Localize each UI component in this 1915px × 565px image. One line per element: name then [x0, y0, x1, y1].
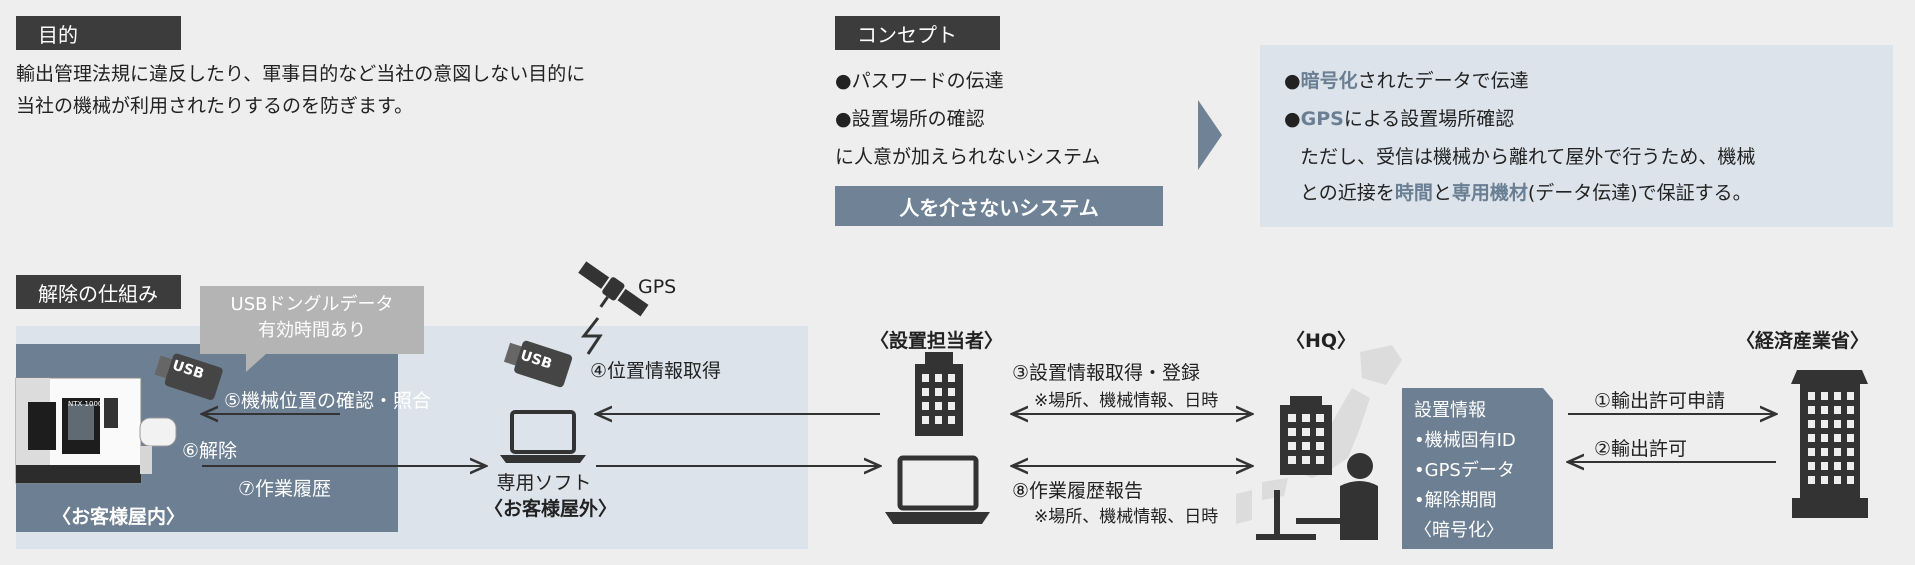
- ministry-building-window: [1821, 406, 1828, 414]
- ministry-building-window: [1847, 448, 1854, 456]
- installer-building-window: [948, 402, 955, 410]
- step3-label: ③設置情報取得・登録: [1012, 362, 1201, 384]
- installer-building-window: [935, 416, 942, 424]
- ministry-building-window: [1834, 392, 1841, 400]
- ministry-building-window: [1834, 462, 1841, 470]
- purpose-tag: 目的: [16, 16, 181, 50]
- ministry-building-window: [1821, 448, 1828, 456]
- step7-label: ⑦作業履歴: [238, 478, 332, 500]
- installer-building-window: [935, 388, 942, 396]
- installation-info-box: [1402, 388, 1553, 549]
- installer-label: 〈設置担当者〉: [870, 330, 1004, 352]
- concept-bullet2: ●設置場所の確認: [835, 108, 985, 130]
- hq-building-window: [1302, 442, 1310, 450]
- machine-tool-icon: [15, 377, 177, 484]
- concept-result-panel: [1260, 45, 1893, 227]
- hq-building-window: [1288, 456, 1296, 464]
- ministry-building-window: [1847, 392, 1854, 400]
- gps-signal-icon: [580, 317, 603, 355]
- ministry-building-window: [1808, 420, 1815, 428]
- hq-building-window: [1316, 428, 1324, 436]
- ministry-building-window: [1834, 448, 1841, 456]
- hq-building-window: [1316, 414, 1324, 422]
- ministry-building-window: [1834, 406, 1841, 414]
- step1-label: ①輸出許可申請: [1594, 390, 1726, 412]
- step8-note: ※場所、機械情報、日時: [1034, 507, 1219, 527]
- ministry-building-window: [1847, 434, 1854, 442]
- step4-label: ④位置情報取得: [590, 360, 722, 382]
- ministry-building-window: [1808, 434, 1815, 442]
- release-tag: 解除の仕組み: [16, 275, 181, 309]
- hq-building-window: [1288, 428, 1296, 436]
- installer-building-window: [948, 388, 955, 396]
- gps-label: GPS: [638, 276, 677, 298]
- ministry-building-window: [1847, 406, 1854, 414]
- ministry-building-window: [1821, 462, 1828, 470]
- ministry-building-window: [1821, 392, 1828, 400]
- concept-result-line4: との近接を時間と専用機材(データ伝達)で保証する。: [1300, 182, 1752, 204]
- ministry-building-window: [1847, 462, 1854, 470]
- hq-label: 〈HQ〉: [1286, 330, 1357, 352]
- installer-laptop-icon: [885, 455, 990, 524]
- customer-inside-label: 〈お客様屋内〉: [52, 506, 186, 528]
- usb-dongle-icon-2: [503, 340, 573, 388]
- installer-building-window: [935, 374, 942, 382]
- ministry-building-window: [1808, 392, 1815, 400]
- software-label: 専用ソフト 〈お客様屋外〉: [484, 472, 618, 520]
- ministry-building-window: [1808, 476, 1815, 484]
- ministry-building-window: [1808, 462, 1815, 470]
- step2-label: ②輸出許可: [1594, 438, 1688, 460]
- concept-tag: コンセプト: [835, 16, 1000, 50]
- ministry-label: 〈経済産業省〉: [1736, 330, 1870, 352]
- concept-line3: に人意が加えられないシステム: [835, 146, 1101, 168]
- hq-operator-icon: [1256, 453, 1378, 540]
- purpose-line2: 当社の機械が利用されたりするのを防ぎます。: [16, 95, 414, 117]
- hq-building-window: [1302, 428, 1310, 436]
- ministry-building-window: [1808, 448, 1815, 456]
- ministry-building-window: [1847, 476, 1854, 484]
- installer-building-window: [922, 416, 929, 424]
- usb-validity-bubble: [200, 286, 424, 372]
- installer-building-window: [922, 402, 929, 410]
- ministry-building-window: [1834, 434, 1841, 442]
- info-box-text: 設置情報 •機械固有ID •GPSデータ •解除期間 〈暗号化〉: [1414, 400, 1516, 541]
- installer-building-window: [935, 402, 942, 410]
- hq-building-window: [1302, 414, 1310, 422]
- ministry-building-window: [1821, 420, 1828, 428]
- concept-arrow-icon: [1198, 100, 1222, 170]
- purpose-line1: 輸出管理法規に違反したり、軍事目的など当社の意図しない目的に: [16, 63, 586, 85]
- hq-building-window: [1316, 456, 1324, 464]
- machine-model-label: NTX 1000: [68, 400, 103, 408]
- outdoor-laptop-icon: [500, 410, 586, 463]
- hq-building-window: [1288, 442, 1296, 450]
- ministry-building-window: [1808, 406, 1815, 414]
- hq-building-window: [1288, 414, 1296, 422]
- installer-building-window: [948, 374, 955, 382]
- concept-result-bullet1: ●暗号化されたデータで伝達: [1284, 70, 1529, 92]
- concept-result-bullet2: ●GPSによる設置場所確認: [1284, 108, 1515, 130]
- no-human-system-bar: 人を介さないシステム: [835, 186, 1163, 226]
- hq-building-window: [1302, 456, 1310, 464]
- usb-dongle-icon-1: [154, 353, 223, 400]
- ministry-building-window: [1821, 476, 1828, 484]
- usb-validity-bubble-text: USBドングルデータ 有効時間あり: [230, 294, 394, 341]
- satellite-icon: [578, 261, 649, 317]
- ministry-building-icon: [1791, 370, 1868, 518]
- hq-building-window: [1316, 442, 1324, 450]
- step8-label: ⑧作業履歴報告: [1012, 480, 1144, 502]
- installer-building-window: [948, 416, 955, 424]
- step3-note: ※場所、機械情報、日時: [1034, 391, 1219, 411]
- step5-label: ⑤機械位置の確認・照合: [224, 390, 432, 412]
- ministry-building-window: [1834, 420, 1841, 428]
- installer-building-window: [922, 388, 929, 396]
- installer-building-window: [922, 374, 929, 382]
- ministry-building-window: [1847, 420, 1854, 428]
- ministry-building-window: [1834, 476, 1841, 484]
- step6-label: ⑥解除: [182, 440, 238, 462]
- ministry-building-window: [1821, 434, 1828, 442]
- concept-result-line3: ただし、受信は機械から離れて屋外で行うため、機械: [1300, 146, 1756, 168]
- concept-bullet1: ●パスワードの伝達: [835, 70, 1004, 92]
